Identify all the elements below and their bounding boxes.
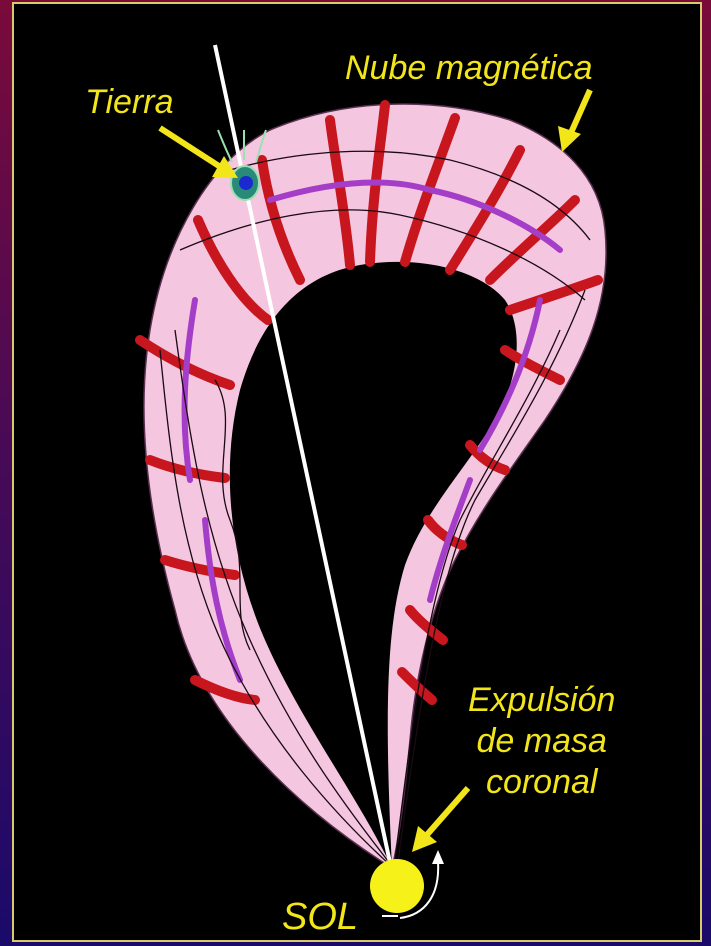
earth-label: Tierra <box>85 82 174 123</box>
rotation-arrowhead <box>432 850 444 864</box>
cme-label-line-1: Expulsión <box>468 680 615 721</box>
earth-icon <box>239 176 253 190</box>
cme-label-line-2: de masa <box>468 721 615 762</box>
magnetic-cloud-label: Nube magnética <box>345 48 593 89</box>
cme-label-line-3: coronal <box>468 762 615 803</box>
sun-label: SOL <box>282 895 358 941</box>
cme-label: Expulsión de masa coronal <box>468 680 615 802</box>
sun-icon <box>370 859 424 913</box>
